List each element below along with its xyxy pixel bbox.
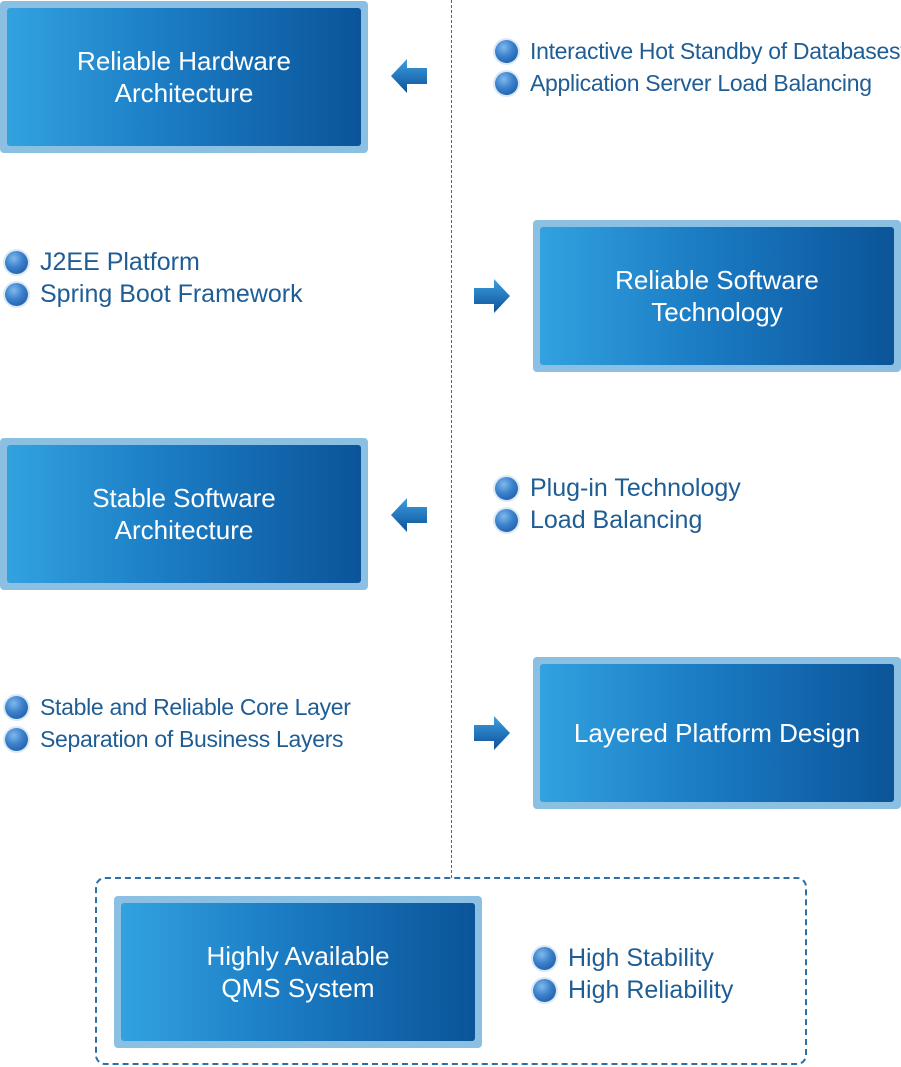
layered-platform-box: Layered Platform Design [533,657,901,809]
bullet-dot-icon [5,727,28,751]
qms-system-box: Highly Available QMS System [114,896,482,1048]
list-item: J2EE Platform [5,246,303,278]
qms-system-label: Highly Available QMS System [121,903,475,1041]
list-item-text: J2EE Platform [40,247,200,276]
arrow-right-icon [474,716,510,750]
reliable-hardware-label: Reliable Hardware Architecture [7,8,361,146]
list-item-text: Application Server Load Balancing [530,69,872,96]
bullet-dot-icon [5,282,28,306]
hardware-bullet-list: Interactive Hot Standby of Databasest Ap… [495,35,901,99]
software-tech-bullet-list: J2EE Platform Spring Boot Framework [5,246,303,310]
qms-dashed-frame [95,877,807,1065]
list-item: Load Balancing [495,504,741,536]
list-item: Separation of Business Layers [5,723,351,755]
bullet-dot-icon [5,250,28,274]
stable-arch-bullet-list: Plug-in Technology Load Balancing [495,472,741,536]
bullet-dot-icon [495,39,518,63]
reliable-hardware-box: Reliable Hardware Architecture [0,1,368,153]
list-item: Application Server Load Balancing [495,67,901,99]
list-item: Plug-in Technology [495,472,741,504]
arrow-left-icon [391,498,427,532]
layered-bullet-list: Stable and Reliable Core Layer Separatio… [5,691,351,755]
layered-platform-label: Layered Platform Design [540,664,894,802]
reliable-software-box: Reliable Software Technology [533,220,901,372]
list-item: Interactive Hot Standby of Databasest [495,35,901,67]
list-item-text: Separation of Business Layers [40,725,344,752]
stable-architecture-label: Stable Software Architecture [7,445,361,583]
list-item: High Stability [533,942,733,974]
list-item: High Reliability [533,974,733,1006]
list-item-text: High Stability [568,943,714,972]
list-item-text: High Reliability [568,975,734,1004]
list-item-text: Interactive Hot Standby of Databasest [530,37,901,64]
arrow-right-icon [474,279,510,313]
list-item-text: Load Balancing [530,505,703,534]
stable-architecture-box: Stable Software Architecture [0,438,368,590]
list-item: Stable and Reliable Core Layer [5,691,351,723]
center-dashed-line [451,0,452,878]
arrow-left-icon [391,59,427,93]
bullet-dot-icon [533,946,556,970]
qms-bullet-list: High Stability High Reliability [533,942,733,1006]
list-item-text: Stable and Reliable Core Layer [40,693,351,720]
bullet-dot-icon [533,978,556,1002]
list-item: Spring Boot Framework [5,278,303,310]
list-item-text: Spring Boot Framework [40,279,303,308]
bullet-dot-icon [495,508,518,532]
list-item-text: Plug-in Technology [530,473,741,502]
bullet-dot-icon [5,695,28,719]
bullet-dot-icon [495,71,518,95]
bullet-dot-icon [495,476,518,500]
reliable-software-label: Reliable Software Technology [540,227,894,365]
